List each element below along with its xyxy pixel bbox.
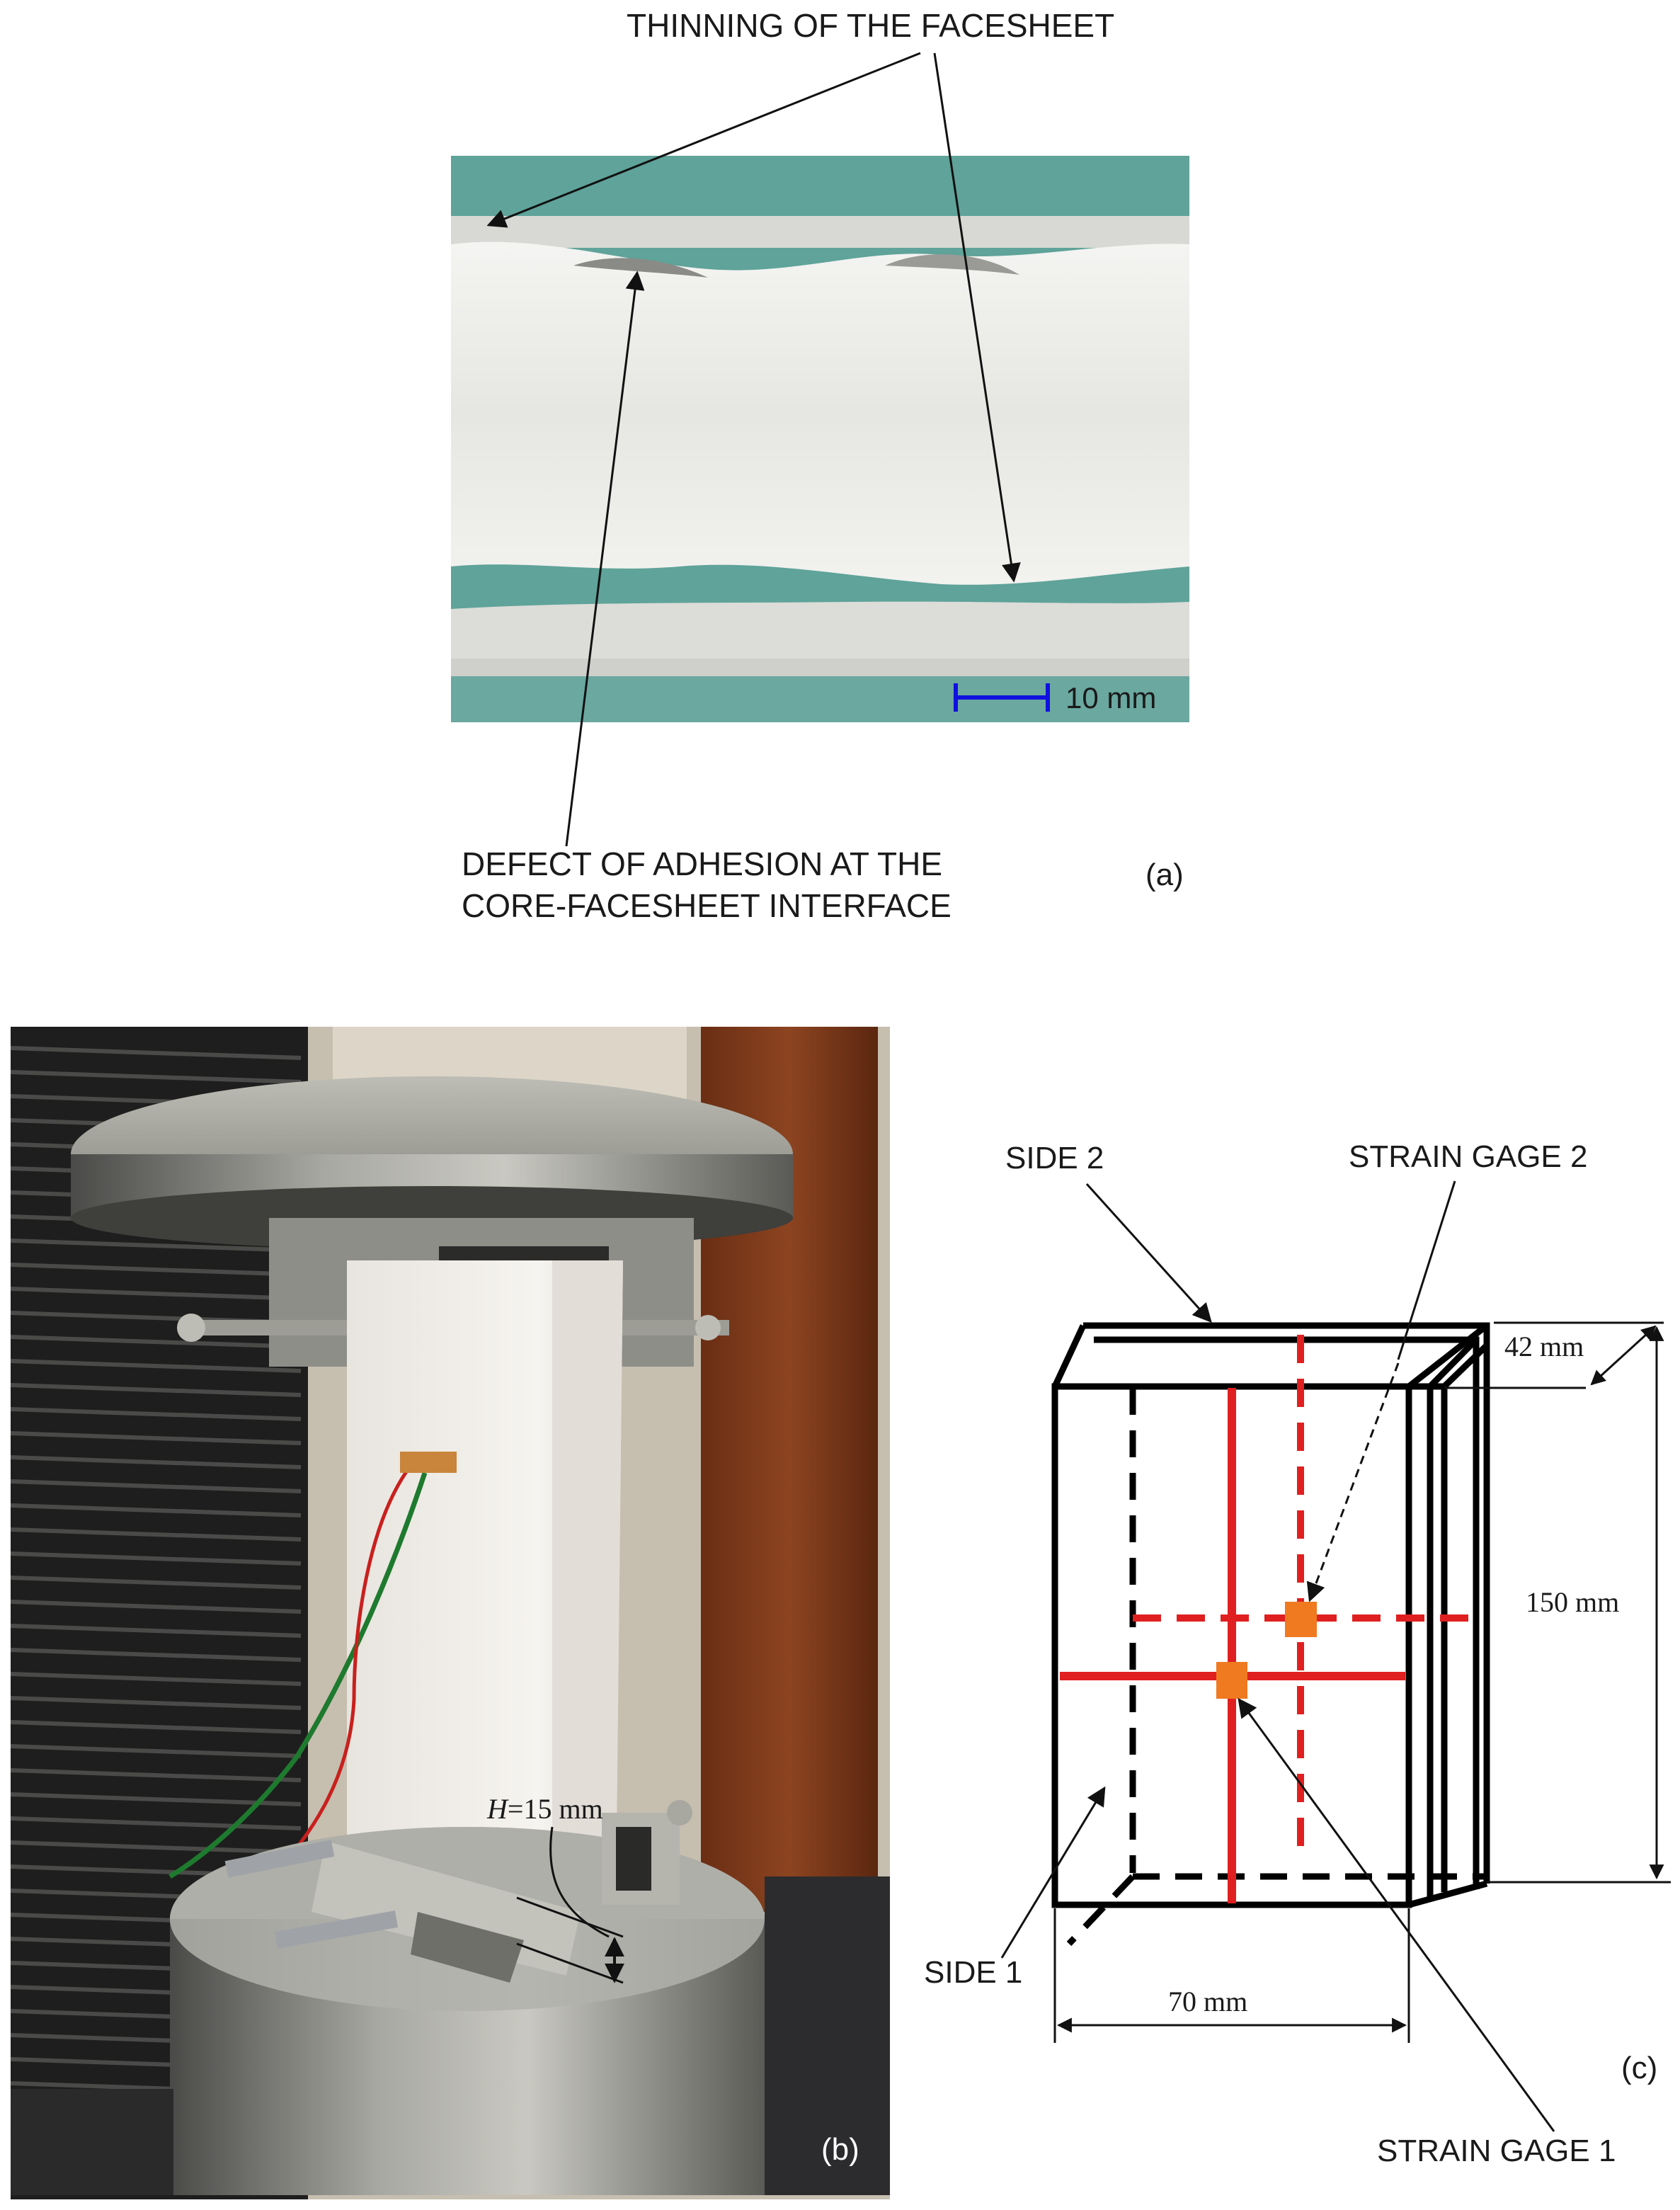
bellows-ridge [10, 1503, 302, 1517]
height-label: H=15 mm [486, 1793, 603, 1825]
strain-gage-1-patch [1216, 1662, 1247, 1699]
dim-width-label: 70 mm [1168, 1986, 1247, 2017]
gage2-leader [1397, 1180, 1456, 1360]
gage-1-lines [1060, 1388, 1405, 1903]
bellows-ridge [10, 1335, 302, 1349]
height-value: =15 mm [508, 1793, 603, 1825]
specimen-box [1051, 1322, 1490, 1908]
bellows-ridge [10, 1046, 302, 1060]
bellows-ridge [10, 1792, 302, 1806]
h-dim-extension-top [516, 1896, 624, 1938]
gage2-arrow [1306, 1362, 1400, 1602]
label-thinning: THINNING OF THE FACESHEET [627, 7, 1114, 44]
gage1-label: STRAIN GAGE 1 [1377, 2134, 1616, 2168]
bellows-ridge [10, 1527, 302, 1542]
panel-c: SIDE 2 STRAIN GAGE 2 SIDE 1 STRAIN GAGE … [924, 1139, 1671, 2168]
bellows-ridge [10, 1238, 302, 1253]
bellows-ridge [10, 1696, 302, 1710]
gage1-arrow [1238, 1697, 1555, 2132]
bellows-ridge [10, 1263, 302, 1277]
h-dim-leader [549, 1826, 610, 1938]
bellows-ridge [10, 1816, 302, 1830]
bellows-ridge [10, 1479, 302, 1493]
bellows-ridge [10, 1551, 302, 1566]
panel-tag-a: (a) [1145, 858, 1184, 892]
panel-b: H=15 mm (b) [10, 1027, 890, 2199]
scale-bar [954, 683, 1050, 712]
bellows-ridge [10, 1744, 302, 1758]
hidden-edges [1066, 1388, 1487, 1947]
panel-tag-c: (c) [1621, 2051, 1657, 2085]
bellows-ridge [10, 1287, 302, 1301]
bellows-ridge [10, 1431, 302, 1445]
side1-label: SIDE 1 [924, 1955, 1022, 1990]
bellows-ridge [10, 1768, 302, 1782]
bellows-ridge [10, 1840, 302, 1855]
label-defect-line1: DEFECT OF ADHESION AT THE [462, 845, 942, 882]
dim-depth-arrow [1590, 1325, 1657, 1386]
gage2-label: STRAIN GAGE 2 [1349, 1139, 1587, 1174]
bellows-ridge [10, 1070, 302, 1084]
label-defect-line2: CORE-FACESHEET INTERFACE [462, 887, 952, 924]
arrow-thinning-left [486, 52, 921, 228]
specimen-photo-a [451, 156, 1189, 722]
bellows-ridge [10, 1383, 302, 1397]
side2-label: SIDE 2 [1005, 1141, 1104, 1175]
bellows-ridge [10, 1576, 302, 1590]
side2-arrow [1085, 1183, 1212, 1323]
bellows-ridge [10, 1648, 302, 1662]
scale-bar-label: 10 mm [1065, 681, 1156, 714]
panel-tag-b: (b) [821, 2132, 859, 2167]
height-symbol: H [486, 1793, 509, 1825]
arrow-thinning-right [933, 52, 1021, 583]
bellows-ridge [10, 1624, 302, 1638]
bellows-ridge [10, 1455, 302, 1469]
dim-depth-label: 42 mm [1504, 1331, 1584, 1362]
bellows-ridge [10, 1407, 302, 1421]
side1-arrow [1000, 1786, 1106, 1959]
bellows-ridge [10, 1672, 302, 1686]
strain-gage-2-patch [1285, 1602, 1317, 1637]
gage-2-lines [1133, 1335, 1483, 1848]
test-rig-photo [10, 1027, 890, 2199]
dim-height-label: 150 mm [1526, 1586, 1619, 1618]
arrow-defect [565, 270, 645, 847]
panel-a: 10 mm THINNING OF THE FACESHEET DEFECT O… [451, 7, 1189, 924]
bellows-ridge [10, 1359, 302, 1373]
bellows-ridge [10, 1600, 302, 1614]
bellows-ridge [10, 1720, 302, 1734]
